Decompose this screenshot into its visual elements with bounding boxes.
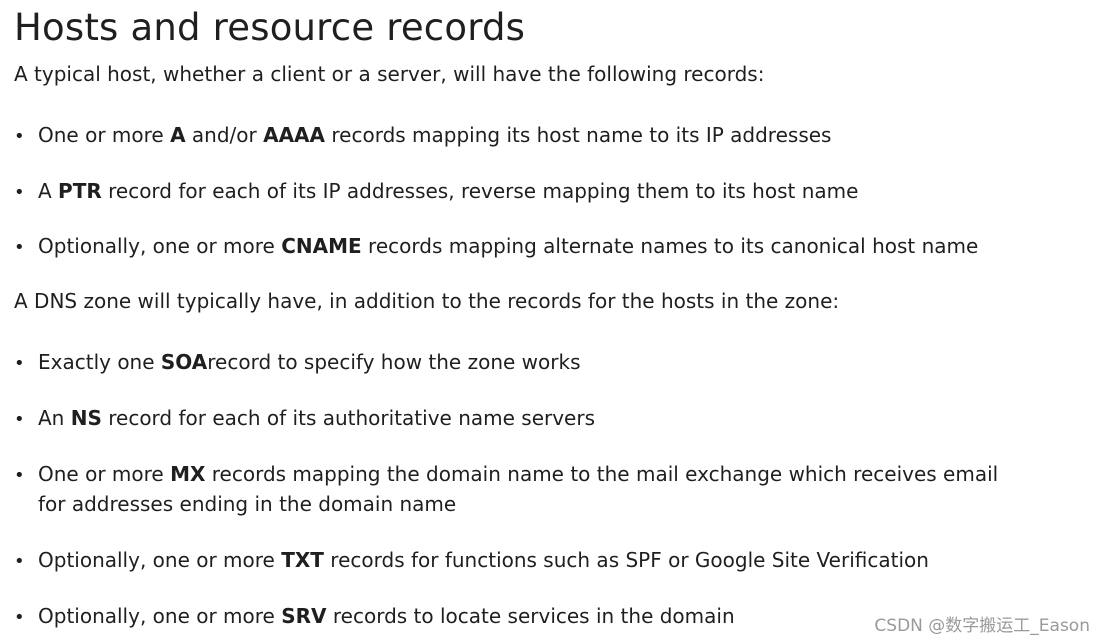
bullet-text: record to specify how the zone works	[207, 350, 581, 374]
record-type-label: SOA	[160, 350, 208, 374]
bullet-text: Optionally, one or more	[38, 548, 282, 572]
list-item-txt: • Optionally, one or more TXT records for…	[14, 545, 929, 577]
list-item-ns: • An NS record for each of its authoritat…	[14, 403, 595, 435]
list-item-mx: • One or more MX records mapping the doma…	[14, 459, 998, 519]
bullet-icon: •	[14, 237, 25, 258]
bullet-icon: •	[14, 182, 25, 203]
bullet-text: and/or	[185, 123, 264, 147]
list-item-soa: • Exactly one SOArecord to specify how th…	[14, 347, 580, 379]
zone-intro-text: A DNS zone will typically have, in addit…	[14, 289, 840, 313]
bullet-text: Optionally, one or more	[38, 234, 282, 258]
list-item-ptr: • A PTR record for each of its IP address…	[14, 176, 858, 208]
bullet-text: records mapping alternate names to its c…	[361, 234, 979, 258]
record-type-label: PTR	[58, 179, 102, 203]
bullet-text: An	[38, 406, 71, 430]
record-type-label: AAAA	[263, 123, 326, 147]
bullet-text: records mapping its host name to its IP …	[325, 123, 832, 147]
bullet-icon: •	[14, 409, 25, 430]
bullet-text: Exactly one	[38, 350, 161, 374]
record-type-label: MX	[170, 462, 206, 486]
list-item-cname: • Optionally, one or more CNAME records m…	[14, 231, 978, 263]
bullet-icon: •	[14, 126, 25, 147]
record-type-label: CNAME	[281, 234, 362, 258]
bullet-text: Optionally, one or more	[38, 604, 282, 628]
bullet-icon: •	[14, 551, 25, 572]
host-intro-text: A typical host, whether a client or a se…	[14, 62, 765, 86]
record-type-label: NS	[70, 406, 102, 430]
bullet-icon: •	[14, 607, 25, 628]
record-type-label: A	[170, 123, 186, 147]
record-type-label: TXT	[281, 548, 324, 572]
watermark-text: CSDN @数字搬运工_Eason	[874, 616, 1090, 636]
page-title: Hosts and resource records	[14, 6, 526, 49]
bullet-text-continuation: for addresses ending in the domain name	[38, 492, 457, 516]
bullet-text: records mapping the domain name to the m…	[205, 462, 999, 486]
bullet-text: record for each of its IP addresses, rev…	[101, 179, 859, 203]
list-item-a-aaaa: • One or more A and/or AAAA records mappi…	[14, 120, 831, 152]
bullet-text: record for each of its authoritative nam…	[101, 406, 595, 430]
bullet-icon: •	[14, 353, 25, 374]
list-item-srv: • Optionally, one or more SRV records to …	[14, 601, 735, 633]
record-type-label: SRV	[281, 604, 327, 628]
bullet-text: One or more	[38, 462, 171, 486]
bullet-text: records to locate services in the domain	[326, 604, 735, 628]
bullet-text: A	[38, 179, 59, 203]
bullet-text: records for functions such as SPF or Goo…	[323, 548, 929, 572]
bullet-icon: •	[14, 465, 25, 486]
bullet-text: One or more	[38, 123, 171, 147]
